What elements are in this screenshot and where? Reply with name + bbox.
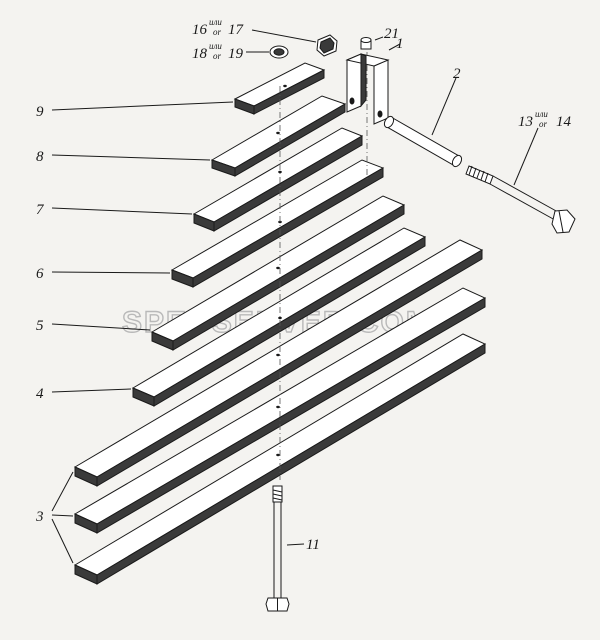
- pin-21: [360, 37, 372, 50]
- label-14: 14: [556, 114, 572, 130]
- leaf-6: [170, 159, 385, 288]
- long-bolt: [465, 165, 576, 234]
- label-19: 19: [228, 46, 244, 62]
- label-or-word-b-13: or: [539, 119, 548, 129]
- label-or-word-b-18: or: [213, 51, 222, 61]
- bushing-tube: [383, 115, 463, 168]
- center-bolt: [265, 485, 290, 612]
- label-7: 7: [36, 202, 45, 218]
- label-13: 13: [518, 114, 533, 130]
- label-4: 4: [36, 386, 44, 402]
- label-9: 9: [36, 104, 44, 120]
- washer-18-19: [269, 45, 289, 59]
- leaf-8: [210, 95, 347, 177]
- leaf-7: [192, 127, 364, 232]
- label-2: 2: [453, 66, 461, 82]
- spring-clip: [345, 53, 390, 125]
- label-3: 3: [35, 509, 44, 525]
- label-21: 21: [384, 26, 399, 42]
- nut-16-17: [316, 34, 338, 57]
- label-or-word-b-16: or: [213, 27, 222, 37]
- leaf-3b: [73, 287, 487, 534]
- label-18: 18: [192, 46, 208, 62]
- label-8: 8: [36, 149, 44, 165]
- leaf-9: [233, 62, 326, 115]
- leader-lines: [51, 29, 539, 564]
- label-6: 6: [36, 266, 44, 282]
- label-11: 11: [306, 537, 320, 553]
- label-17: 17: [228, 22, 245, 38]
- leaf-4: [131, 227, 427, 407]
- label-or-word-a-18: или: [209, 41, 222, 51]
- label-16: 16: [192, 22, 208, 38]
- leaf-3a: [73, 239, 484, 487]
- label-or-word-a-13: или: [535, 109, 548, 119]
- label-or-word-a-16: или: [209, 17, 222, 27]
- label-1: 1: [396, 36, 404, 52]
- leaf-5: [150, 195, 406, 351]
- label-5: 5: [36, 318, 44, 334]
